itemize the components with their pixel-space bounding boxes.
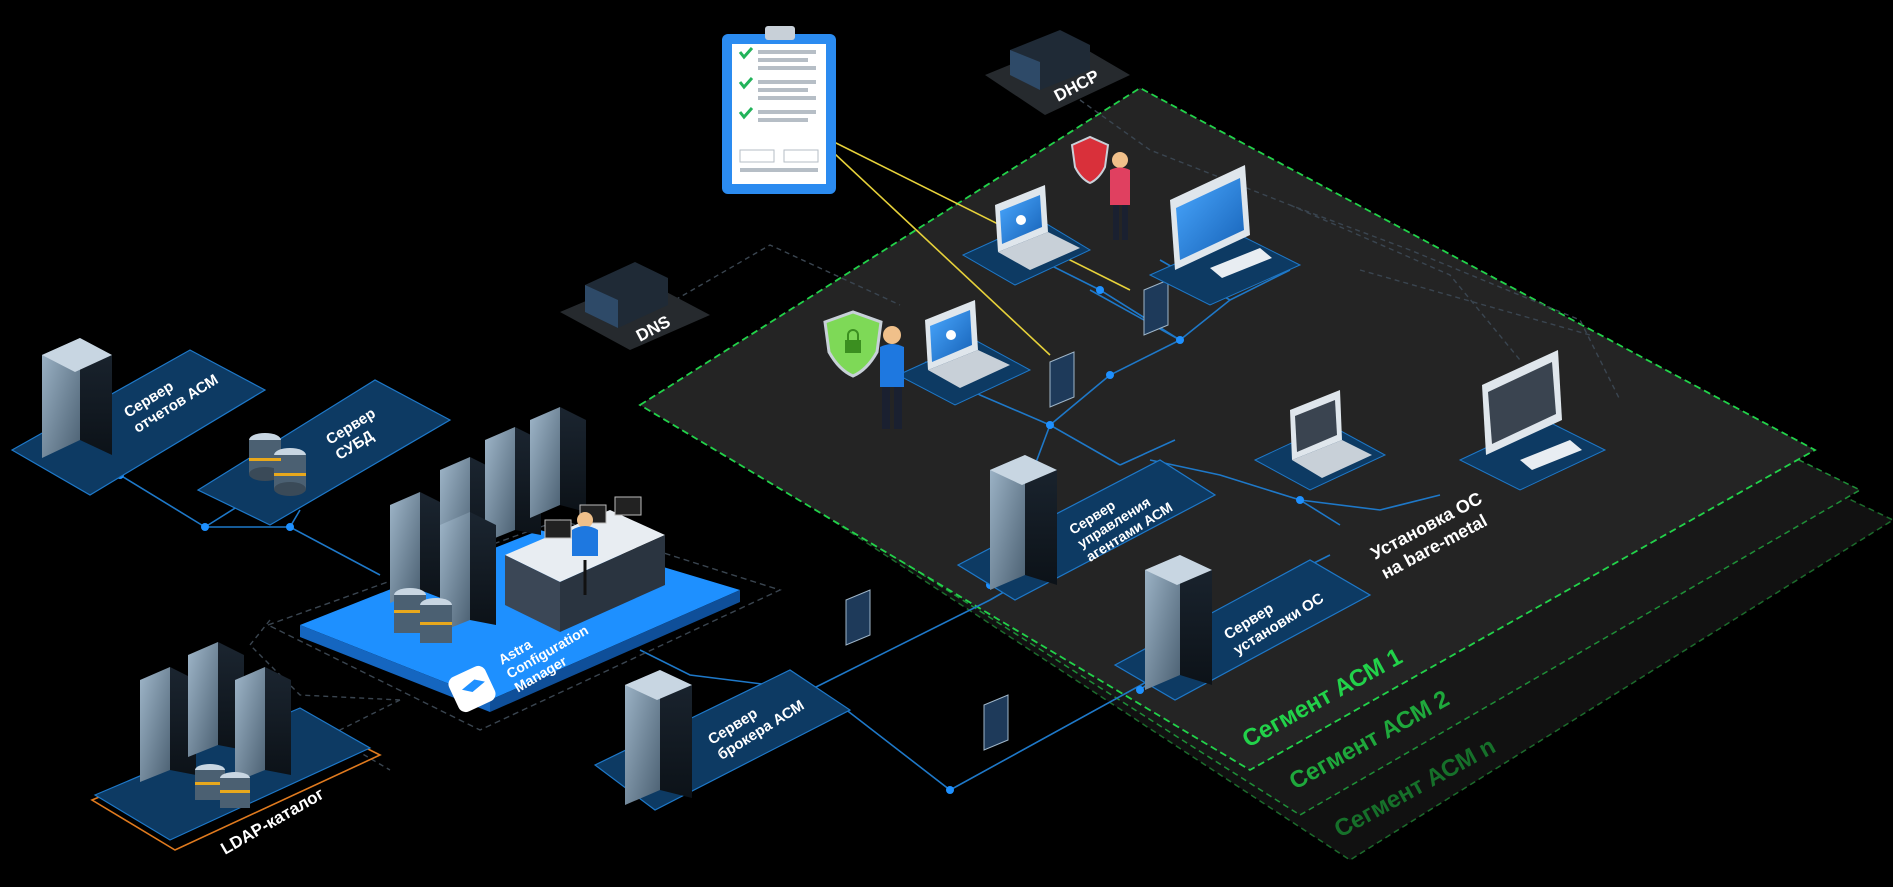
operator-desk-icon — [505, 496, 665, 632]
document-icon — [845, 279, 1169, 751]
dhcp-server[interactable]: DHCP — [985, 30, 1130, 115]
broker-server-panel[interactable]: Сервер брокера АСМ — [593, 669, 852, 811]
database-icon — [249, 433, 306, 496]
report-server-panel[interactable]: Сервер отчетов АСМ — [10, 338, 267, 496]
checklist-icon — [722, 26, 836, 194]
user-figure-icon — [1110, 152, 1130, 240]
desktop-workstation[interactable] — [1148, 165, 1302, 306]
ldap-catalog-panel[interactable]: LDAP-каталог — [90, 642, 382, 858]
laptop-workstation[interactable] — [1253, 390, 1387, 491]
database-icon — [195, 764, 250, 808]
acm-platform[interactable]: Astra Configuration Manager — [266, 407, 782, 731]
segment-1-plane — [638, 86, 1817, 772]
shield-icon — [1070, 135, 1110, 185]
dns-server[interactable]: DNS — [560, 262, 710, 350]
laptop-workstation[interactable] — [961, 185, 1092, 286]
dbms-server-panel[interactable]: Сервер СУБД — [196, 379, 452, 526]
server-rack-icon — [140, 642, 291, 782]
os-install-server-panel[interactable]: Сервер установки ОС — [1113, 555, 1372, 701]
server-rack-icon — [625, 670, 692, 805]
desktop-workstation[interactable] — [1458, 350, 1607, 491]
server-rack-icon — [390, 407, 586, 632]
laptop-workstation[interactable] — [896, 300, 1032, 406]
shield-icon — [823, 310, 883, 378]
server-rack-icon — [42, 338, 112, 458]
server-rack-icon — [1145, 555, 1212, 690]
acm-logo — [448, 665, 496, 713]
database-icon — [394, 588, 452, 643]
user-figure-icon — [880, 326, 904, 429]
server-rack-icon — [990, 455, 1057, 590]
